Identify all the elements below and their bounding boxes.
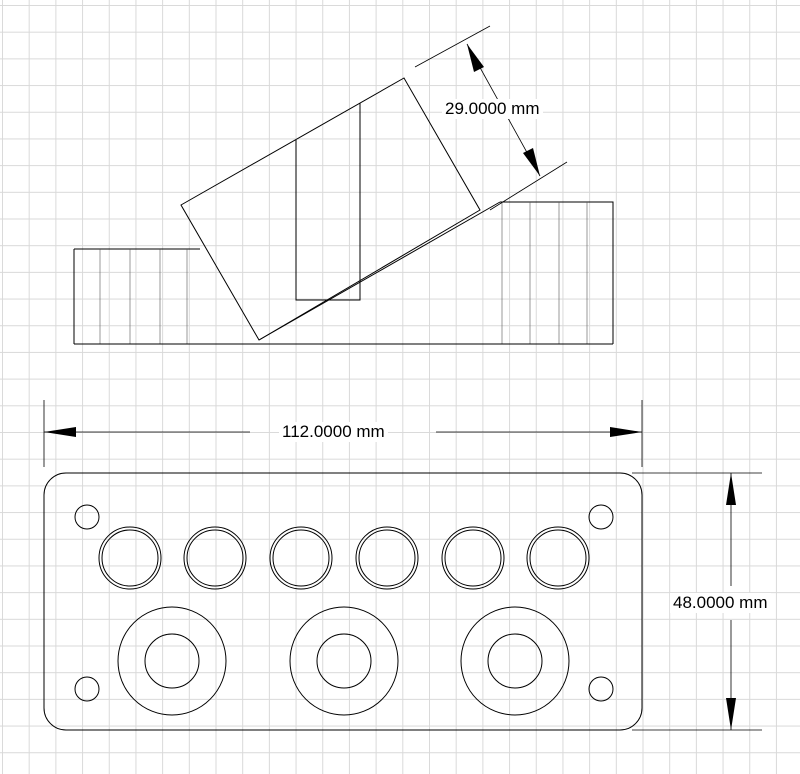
medium-hole-inner xyxy=(101,529,159,587)
medium-hole xyxy=(98,526,162,590)
medium-hole-row xyxy=(98,526,590,590)
extension-line-top xyxy=(414,25,491,68)
medium-hole-inner xyxy=(529,529,587,587)
large-hole-outer xyxy=(289,606,399,716)
arrow-head-left xyxy=(44,427,76,437)
medium-hole-inner xyxy=(358,529,416,587)
medium-hole-inner xyxy=(272,529,330,587)
right-block-outline xyxy=(500,201,614,344)
mounting-hole xyxy=(74,676,100,702)
medium-hole xyxy=(355,526,419,590)
side-view xyxy=(73,25,614,345)
medium-hole-inner xyxy=(186,529,244,587)
medium-hole xyxy=(183,526,247,590)
right-block xyxy=(500,201,614,344)
medium-hole xyxy=(269,526,333,590)
slope-line xyxy=(258,201,501,341)
left-block xyxy=(73,248,200,344)
width-dimension-label: 112.0000 mm xyxy=(279,422,388,442)
large-hole-inner xyxy=(487,633,543,689)
width-dimension xyxy=(43,400,643,467)
large-hole-inner xyxy=(316,633,372,689)
angled-dimension-label: 29.0000 mm xyxy=(442,99,543,119)
large-hole-outer xyxy=(460,606,570,716)
medium-hole xyxy=(441,526,505,590)
arrow-head-top xyxy=(726,473,736,505)
arrow-head-bottom xyxy=(726,698,736,730)
arrow-head-top xyxy=(467,44,484,72)
mounting-hole xyxy=(74,504,100,530)
height-dimension-label: 48.0000 mm xyxy=(670,593,771,613)
large-hole-row xyxy=(117,606,570,716)
extension-line-bottom xyxy=(489,161,568,211)
mounting-hole xyxy=(588,676,614,702)
mounting-hole xyxy=(588,504,614,530)
angled-box xyxy=(180,77,481,341)
large-hole-inner xyxy=(144,633,200,689)
arrow-head-right xyxy=(610,427,642,437)
plate-outline xyxy=(43,472,643,731)
large-hole-outer xyxy=(117,606,227,716)
medium-hole-inner xyxy=(444,529,502,587)
inner-slot xyxy=(295,103,361,301)
arrow-head-bottom xyxy=(523,148,540,176)
front-plate-view xyxy=(43,472,643,731)
medium-hole xyxy=(526,526,590,590)
height-dimension xyxy=(632,472,762,731)
